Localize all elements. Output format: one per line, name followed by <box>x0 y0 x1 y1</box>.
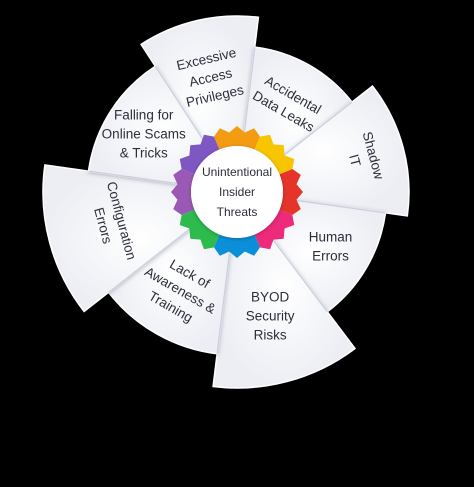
ring-segment <box>254 209 295 250</box>
segment-label-line: Risks <box>254 328 287 343</box>
segment-label-line: Online Scams <box>102 127 186 142</box>
segment-label-line: BYOD <box>251 290 290 305</box>
segment-divider <box>286 198 386 214</box>
segment-label-line: & Tricks <box>120 146 168 161</box>
segment-divider <box>216 241 232 354</box>
ring-segment <box>171 169 195 215</box>
ring-segment <box>214 234 260 258</box>
center-line-2: Insider <box>219 185 255 199</box>
segment-divider <box>242 47 256 143</box>
segment-divider <box>154 65 211 151</box>
center-line-3: Threats <box>217 205 258 219</box>
segment-label-line: Security <box>246 309 295 324</box>
ring-segment <box>179 134 220 175</box>
color-ring <box>171 126 303 258</box>
segment-divider <box>108 222 199 293</box>
center-circle <box>191 146 283 238</box>
ring-segment <box>254 134 295 175</box>
segment-label-line: IT <box>346 153 364 168</box>
ring-segment <box>214 126 260 150</box>
segment-divider <box>275 101 353 162</box>
ring-segment <box>179 209 220 250</box>
center-line-1: Unintentional <box>202 165 272 179</box>
center-hub: Unintentional Insider Threats <box>171 126 303 258</box>
segment-divider <box>88 170 188 186</box>
segment-label-line: Falling for <box>114 108 174 123</box>
segment-label-line: Errors <box>312 249 349 264</box>
segment-label-line: Human <box>309 230 353 245</box>
segment-divider <box>266 231 328 313</box>
segment-dividers <box>88 47 386 354</box>
ring-segment <box>279 169 303 215</box>
